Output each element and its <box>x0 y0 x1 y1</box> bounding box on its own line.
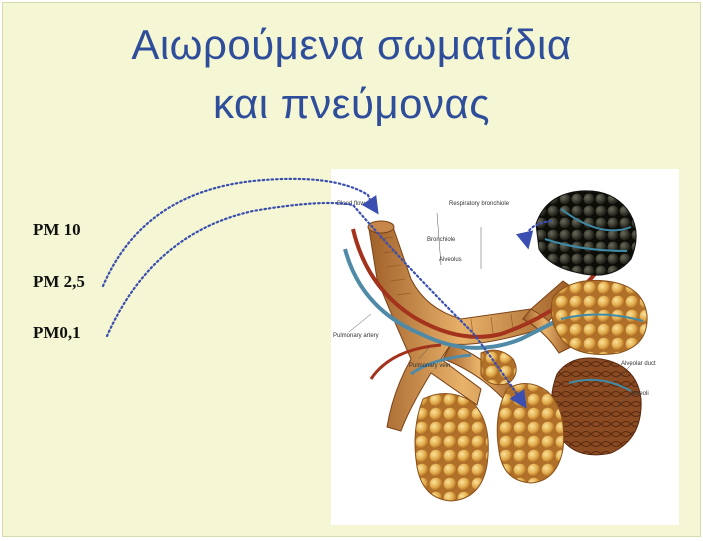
particle-paths <box>3 3 702 538</box>
pm10-path <box>103 179 375 286</box>
pm0-1-path <box>527 221 552 243</box>
pm2-5-path <box>107 203 523 403</box>
